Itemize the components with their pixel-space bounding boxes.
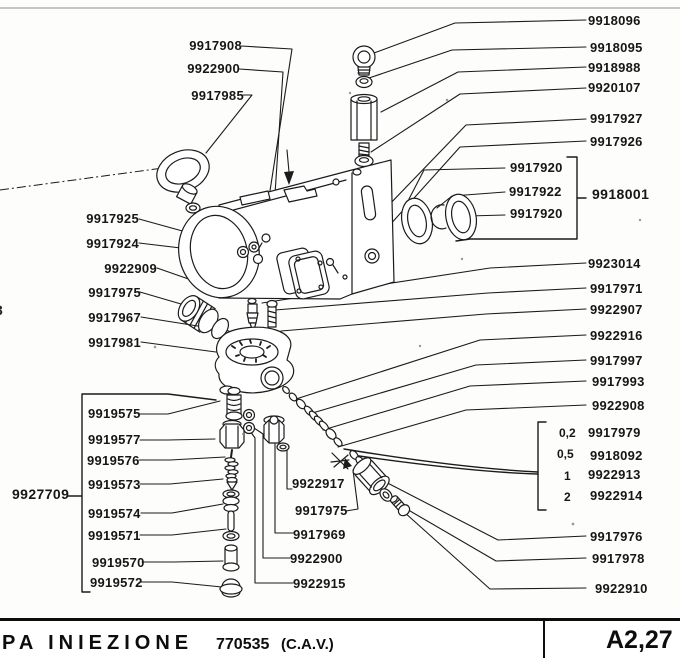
part-label: 9917971 xyxy=(590,281,643,296)
part-label: 9917976 xyxy=(590,529,643,544)
body-fittings xyxy=(246,297,278,333)
part-label: 9922914 xyxy=(590,488,643,503)
footer-divider xyxy=(543,621,545,658)
shim-thickness-qty: 0,5 xyxy=(557,447,574,461)
part-label: 9919571 xyxy=(88,528,141,543)
delivery-valve-parts xyxy=(219,386,245,598)
part-label: 9917975 xyxy=(88,285,141,300)
part-label: 9922909 xyxy=(104,261,157,276)
part-label: 9917969 xyxy=(293,527,346,542)
part-label: 9917926 xyxy=(590,134,643,149)
delivery-union-parts xyxy=(282,385,411,517)
footer-bar: PA INIEZIONE 770535 (C.A.V.) A2,27 xyxy=(0,618,680,658)
pump-body xyxy=(178,159,395,300)
part-label: 9922908 xyxy=(592,398,645,413)
orings-and-vent-nut xyxy=(242,408,290,452)
assembly-group-label: 9927709 xyxy=(12,486,70,502)
top-rule xyxy=(0,7,680,9)
part-label: 9917985 xyxy=(191,88,244,103)
bleed-screw-and-spacer xyxy=(350,45,378,168)
shim-thickness-qty: 1 xyxy=(564,469,571,483)
part-label: 9919572 xyxy=(90,575,143,590)
part-label: 9917920 xyxy=(510,160,563,175)
part-label: 9918988 xyxy=(588,60,641,75)
leader-lines xyxy=(138,19,587,590)
part-label: 9917927 xyxy=(590,111,643,126)
part-label: 9917993 xyxy=(592,374,645,389)
shim-thickness-qty: 0,2 xyxy=(559,426,576,440)
center-line xyxy=(0,167,164,191)
part-label: 9922900 xyxy=(187,61,240,76)
inspection-cover xyxy=(276,247,330,300)
drawing-code: 770535 xyxy=(216,636,270,653)
part-label: 9922900 xyxy=(290,551,343,566)
part-label: 9919576 xyxy=(87,453,140,468)
part-label: 9917967 xyxy=(88,310,141,325)
part-label: 9919575 xyxy=(88,406,141,421)
part-label: 9920107 xyxy=(588,80,641,95)
hydraulic-head xyxy=(214,326,295,395)
part-label: 9919577 xyxy=(88,432,141,447)
part-label: 9923014 xyxy=(588,256,641,271)
part-label: 9922907 xyxy=(590,302,643,317)
part-label: 9922916 xyxy=(590,328,643,343)
scan-specks xyxy=(153,91,642,526)
part-label: 9917908 xyxy=(189,38,242,53)
shaft-seal-and-plug xyxy=(156,149,210,214)
drive-shaft-seals xyxy=(400,193,478,245)
drawing-standard: (C.A.V.) xyxy=(281,636,334,653)
part-label: 9917979 xyxy=(588,425,641,440)
part-label: 9918095 xyxy=(590,40,643,55)
part-label: 9922917 xyxy=(292,476,345,491)
section-title: PA INIEZIONE xyxy=(2,632,194,654)
part-label: 9922910 xyxy=(595,581,648,596)
part-label: 9919570 xyxy=(92,555,145,570)
part-label: 9919574 xyxy=(88,506,141,521)
insert-arrow xyxy=(284,171,294,185)
page-reference: A2,27 xyxy=(606,626,673,654)
clipped-edge-label: 3 xyxy=(0,303,3,317)
part-label: 9917922 xyxy=(509,184,562,199)
part-label: 9922915 xyxy=(293,576,346,591)
part-label: 9918096 xyxy=(588,13,641,28)
part-label: 9917975 xyxy=(295,503,348,518)
part-label: 9917925 xyxy=(86,211,139,226)
part-label: 9917978 xyxy=(592,551,645,566)
part-label: 9918092 xyxy=(590,448,643,463)
part-label: 9922913 xyxy=(588,467,641,482)
part-label: 9917924 xyxy=(86,236,139,251)
part-label: 9917981 xyxy=(88,335,141,350)
shim-thickness-qty: 2 xyxy=(564,490,571,504)
assembly-group-label: 9918001 xyxy=(592,186,650,202)
part-label: 9917920 xyxy=(510,206,563,221)
part-label: 9917997 xyxy=(590,353,643,368)
part-label: 9919573 xyxy=(88,477,141,492)
